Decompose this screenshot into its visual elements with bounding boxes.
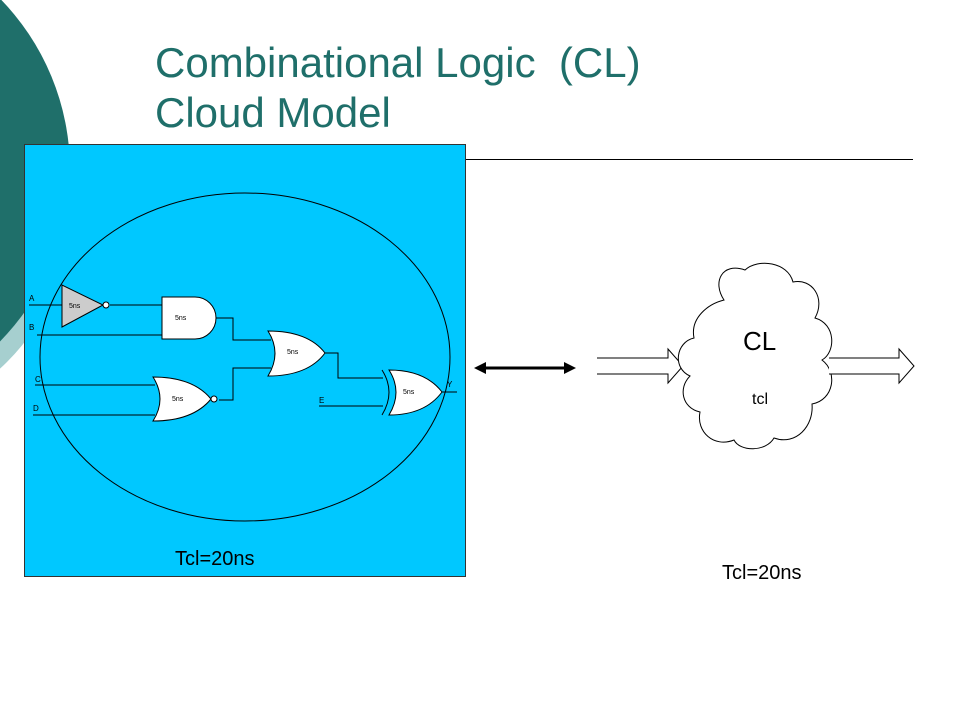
input-label-c: C: [35, 375, 41, 384]
gate-circuit-diagram: A B C D E Y 5ns 5ns: [29, 192, 457, 522]
and-gate: 5ns: [161, 296, 217, 340]
input-label-d: D: [33, 404, 39, 413]
nor-gate: 5ns: [152, 376, 218, 422]
xor-gate: 5ns: [381, 369, 443, 416]
slide-title: Combinational Logic (CL) Cloud Model: [155, 38, 641, 138]
not-gate-delay: 5ns: [69, 303, 81, 310]
or-gate-delay: 5ns: [287, 349, 299, 356]
circuit-total-delay: Tcl=20ns: [175, 548, 255, 570]
wires: [29, 304, 457, 416]
or-gate: 5ns: [267, 330, 326, 377]
title-line-1: Combinational Logic (CL): [155, 39, 641, 86]
circuit-boundary-ellipse: [39, 192, 451, 522]
not-gate: 5ns: [61, 284, 110, 328]
equivalence-arrow: [474, 362, 576, 374]
cloud-delay-label: tcl: [752, 391, 768, 408]
output-label-y: Y: [447, 380, 453, 389]
and-gate-delay: 5ns: [175, 315, 187, 322]
input-label-b: B: [29, 323, 34, 332]
cloud-block-label: CL: [743, 326, 776, 356]
xor-gate-delay: 5ns: [403, 389, 415, 396]
output-arrow: [829, 347, 915, 385]
circuit-panel: A B C D E Y 5ns 5ns: [24, 144, 466, 577]
input-label-e: E: [319, 396, 324, 405]
title-line-2: Cloud Model: [155, 89, 391, 136]
input-arrow: [597, 347, 684, 385]
cl-cloud: CL tcl: [677, 262, 833, 450]
input-label-a: A: [29, 294, 35, 303]
cloud-total-delay: Tcl=20ns: [722, 562, 802, 584]
nor-gate-delay: 5ns: [172, 396, 184, 403]
title-underline: [155, 159, 913, 160]
